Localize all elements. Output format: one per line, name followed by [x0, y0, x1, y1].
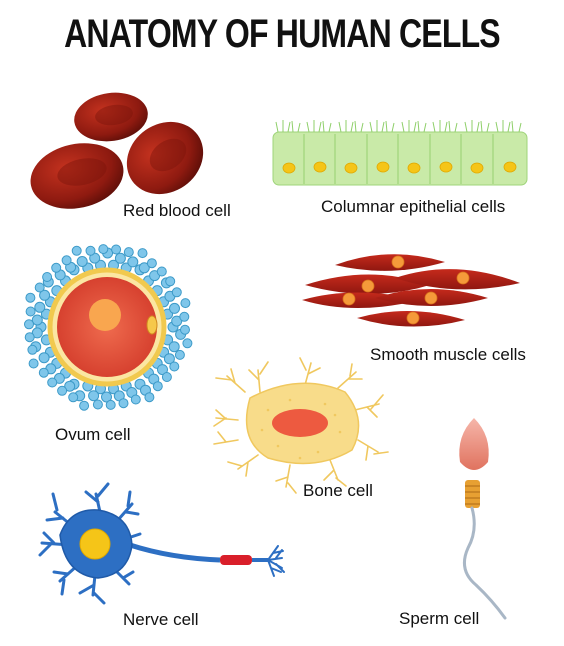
- ovum-corona-bead: [68, 392, 79, 403]
- ovum-corona-bead: [171, 315, 183, 327]
- ovum-corona-bead: [161, 372, 172, 382]
- ovum-corona-bead: [138, 262, 150, 274]
- columnar-epithelial-illustration: [272, 120, 528, 186]
- nerve-cell-label: Nerve cell: [123, 610, 199, 629]
- ovum-corona-bead: [105, 399, 116, 410]
- ovum-corona-bead: [24, 319, 34, 330]
- ovum-corona-bead: [98, 244, 109, 255]
- ovum-corona-bead: [130, 394, 141, 405]
- ovum-corona-bead: [101, 391, 112, 403]
- sperm-cell-illustration: [459, 418, 507, 620]
- ovum-corona-bead: [118, 398, 129, 409]
- ovum-corona-bead: [79, 400, 90, 411]
- ovum-corona-bead: [85, 245, 96, 256]
- ovum-corona-bead: [76, 256, 88, 267]
- ovum-corona-bead: [28, 358, 39, 369]
- ovum-corona-bead: [57, 385, 68, 396]
- ovum-corona-bead: [38, 352, 50, 364]
- ovum-corona-bead: [165, 276, 176, 287]
- ovum-corona-bead: [146, 258, 157, 269]
- ovum-corona-bead: [171, 287, 182, 298]
- ovum-corona-bead: [152, 381, 163, 392]
- ovum-corona-bead: [25, 292, 36, 303]
- ovum-corona-bead: [169, 361, 180, 372]
- ovum-corona-bead: [156, 266, 167, 277]
- ovum-corona-bead: [123, 247, 134, 258]
- ovum-corona-bead: [137, 248, 148, 259]
- ovum-corona-bead: [174, 349, 185, 360]
- bone-cell-illustration: [213, 357, 389, 494]
- ovum-cell-illustration: [24, 244, 193, 411]
- ovum-corona-bead: [71, 245, 82, 256]
- ovum-corona-bead: [179, 311, 190, 322]
- ovum-corona-bead: [64, 380, 76, 392]
- ovum-corona-bead: [61, 255, 72, 266]
- bone-cell-label: Bone cell: [303, 481, 373, 500]
- sperm-cell-label: Sperm cell: [399, 609, 480, 628]
- red-blood-cell-label: Red blood cell: [123, 201, 231, 220]
- ovum-corona-bead: [51, 262, 62, 273]
- ovum-corona-bead: [39, 289, 51, 301]
- smooth-muscle-label: Smooth muscle cells: [370, 345, 526, 364]
- ovum-corona-bead: [34, 301, 46, 313]
- ovum-corona-bead: [47, 377, 58, 388]
- ovum-corona-bead: [163, 353, 175, 365]
- smooth-muscle-illustration: [302, 254, 520, 327]
- ovum-corona-bead: [182, 338, 193, 349]
- ovum-corona-bead: [114, 252, 126, 264]
- ovum-corona-bead: [31, 314, 43, 326]
- ovum-corona-bead: [111, 244, 122, 255]
- ovum-corona-bead: [127, 256, 139, 268]
- nerve-cell-illustration: [38, 482, 285, 605]
- ovum-corona-bead: [25, 306, 36, 317]
- ovum-corona-bead: [42, 272, 53, 282]
- ovum-corona-bead: [157, 364, 168, 376]
- columnar-epithelial-label: Columnar epithelial cells: [321, 197, 506, 216]
- ovum-corona-bead: [38, 367, 49, 378]
- red-blood-cell-illustration: [30, 92, 204, 209]
- page-title: ANATOMY OF HUMAN CELLS: [64, 12, 501, 56]
- ovum-corona-bead: [180, 324, 190, 335]
- ovum-corona-bead: [24, 332, 35, 343]
- ovum-cell-label: Ovum cell: [55, 425, 131, 444]
- ovum-corona-bead: [27, 344, 38, 355]
- ovum-corona-bead: [34, 282, 45, 293]
- ovum-corona-bead: [88, 390, 100, 402]
- ovum-corona-bead: [168, 341, 180, 353]
- ovum-corona-bead: [31, 327, 43, 339]
- ovum-corona-bead: [180, 298, 191, 309]
- ovum-corona-bead: [144, 392, 155, 403]
- ovum-corona-bead: [92, 399, 103, 410]
- ovum-corona-bead: [169, 302, 180, 314]
